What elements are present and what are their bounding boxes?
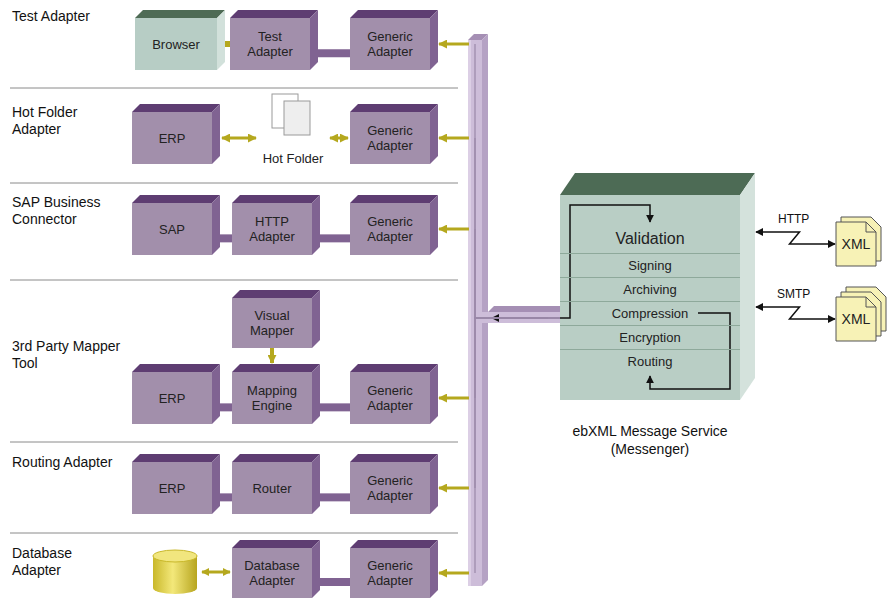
- node-text: HTTP Adapter: [236, 214, 308, 244]
- router-box: Router: [232, 462, 312, 514]
- row-label: Hot Folder Adapter: [12, 104, 124, 138]
- erp-box: ERP: [132, 372, 212, 424]
- node-text: Mapping Engine: [236, 383, 308, 413]
- generic-adapter-box: Generic Adapter: [350, 548, 430, 598]
- generic-adapter-box: Generic Adapter: [350, 462, 430, 514]
- shape-outline: [258, 92, 328, 142]
- connector: [219, 497, 233, 498]
- node-text: Generic Adapter: [354, 383, 426, 413]
- adapter-box: HTTP Adapter: [232, 203, 312, 255]
- connector: [439, 229, 560, 318]
- connector: [219, 407, 233, 408]
- service-layer: Archiving: [560, 277, 740, 301]
- row-label: Routing Adapter: [12, 454, 124, 471]
- adapter-box: Database Adapter: [232, 548, 312, 598]
- node-text: Router: [252, 481, 291, 496]
- row-label: Database Adapter: [12, 545, 124, 579]
- sap-box: SAP: [132, 203, 212, 255]
- node-text: ERP: [159, 481, 186, 496]
- adapter-box: Test Adapter: [230, 18, 310, 70]
- node-text: Generic Adapter: [354, 214, 426, 244]
- xml-document: XML: [836, 222, 876, 266]
- node-text: Database Adapter: [236, 558, 308, 588]
- connector: [439, 44, 560, 318]
- connector: [219, 238, 233, 239]
- mapper-box: Visual Mapper: [232, 298, 312, 348]
- erp-box: ERP: [132, 112, 212, 164]
- protocol-label: SMTP: [775, 287, 812, 301]
- node-text: Visual Mapper: [236, 308, 308, 338]
- service-layer: Signing: [560, 253, 740, 277]
- connector: [439, 318, 560, 573]
- row-separators: [10, 88, 458, 533]
- node-text: Test Adapter: [234, 29, 306, 59]
- service-layer: Encryption: [560, 325, 740, 349]
- service-layer: Compression: [560, 301, 740, 325]
- connector: [330, 138, 348, 139]
- connector: [317, 53, 351, 54]
- connector: [439, 318, 560, 488]
- service-layer: Validation: [560, 225, 740, 253]
- node-text: Routing: [628, 354, 673, 369]
- connector: [756, 232, 835, 244]
- node-text: XML: [842, 312, 871, 327]
- row-label: 3rd Party Mapper Tool: [12, 338, 124, 372]
- node-text: Validation: [615, 230, 684, 248]
- protocol-label: HTTP: [776, 212, 811, 226]
- connector: [319, 497, 351, 498]
- row-label: Test Adapter: [12, 8, 124, 25]
- row-label: SAP Business Connector: [12, 194, 124, 228]
- database-cylinder: [153, 550, 230, 594]
- node-text: Generic Adapter: [354, 123, 426, 153]
- node-text: Signing: [628, 258, 671, 273]
- mapping-engine-box: Mapping Engine: [232, 372, 312, 424]
- node-text: Generic Adapter: [354, 473, 426, 503]
- service-layer: Routing: [560, 349, 740, 373]
- node-text: Encryption: [619, 330, 680, 345]
- node-text: XML: [842, 237, 871, 252]
- erp-box: ERP: [132, 462, 212, 514]
- node-text: ERP: [159, 131, 186, 146]
- node-text: SAP: [159, 222, 185, 237]
- node-text: Generic Adapter: [354, 29, 426, 59]
- generic-adapter-box: Generic Adapter: [350, 372, 430, 424]
- connector: [319, 238, 351, 239]
- node-text: Archiving: [623, 282, 676, 297]
- node-text: Generic Adapter: [354, 558, 426, 588]
- connector: [756, 307, 835, 319]
- generic-adapter-box: Generic Adapter: [350, 203, 430, 255]
- message-bus: [468, 34, 560, 586]
- node-text: Compression: [612, 306, 689, 321]
- connector: [319, 582, 351, 583]
- hot-folder-icon: Hot Folder: [258, 92, 328, 166]
- connector: [439, 318, 560, 398]
- generic-adapter-box: Generic Adapter: [350, 18, 430, 70]
- message-service-box: ebXML Message Service (Messenger)Validat…: [560, 195, 740, 400]
- connector: [439, 138, 560, 318]
- connector: [319, 407, 351, 408]
- flow-arrows: [560, 195, 740, 400]
- node-text: Hot Folder: [263, 151, 324, 166]
- node-text: ERP: [159, 391, 186, 406]
- connector: [272, 348, 273, 363]
- xml-document: XML: [836, 297, 876, 341]
- browser-box: Browser: [135, 18, 217, 70]
- generic-adapter-box: Generic Adapter: [350, 112, 430, 164]
- node-text: Browser: [152, 37, 200, 52]
- connector: [222, 138, 256, 139]
- node-text: ebXML Message Service (Messenger): [540, 422, 760, 458]
